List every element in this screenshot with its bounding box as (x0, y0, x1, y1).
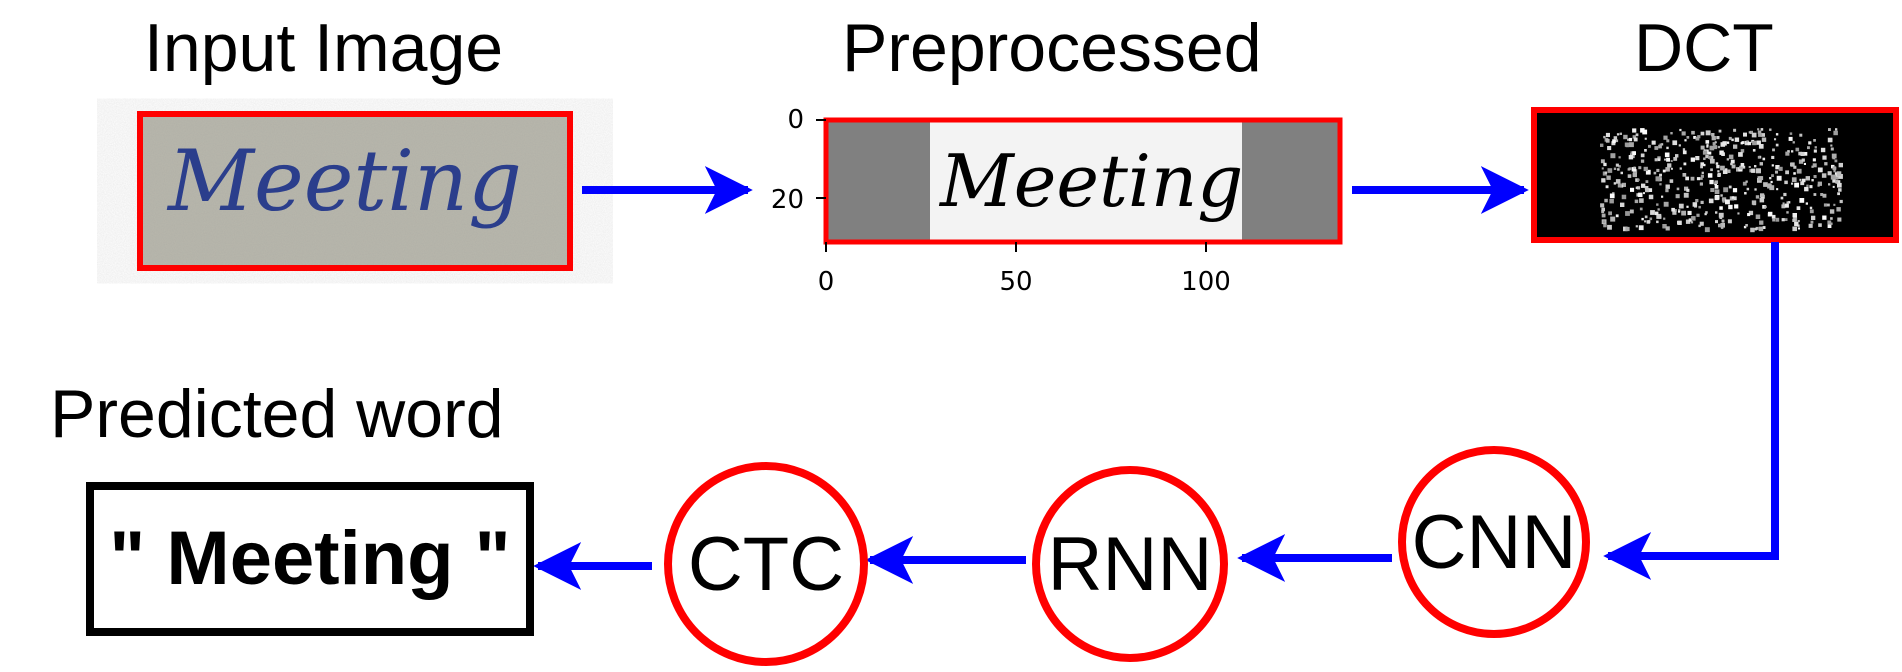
predicted-word-box: " Meeting " (86, 482, 534, 636)
input-image: Meeting (137, 111, 573, 271)
predicted-word-text: " Meeting " (109, 516, 510, 601)
y-tick-0: 0 (787, 105, 804, 135)
dct-coefficients (1600, 128, 1843, 233)
arrow-dct-to-cnn (1603, 242, 1779, 580)
cnn-node: CNN (1398, 446, 1590, 638)
preprocessed-image: Meeting 0 20 0 50 100 (771, 105, 1343, 297)
dct-image (1531, 107, 1899, 243)
y-tick-20: 20 (771, 185, 804, 215)
rnn-label: RNN (1048, 522, 1213, 607)
x-tick-0: 0 (818, 267, 835, 297)
cnn-label: CNN (1412, 500, 1577, 585)
x-tick-100: 100 (1181, 267, 1231, 297)
predicted-word-title: Predicted word (50, 376, 504, 452)
input-image-title: Input Image (144, 10, 504, 86)
preprocessed-title: Preprocessed (842, 10, 1262, 86)
x-tick-50: 50 (999, 267, 1032, 297)
dct-title: DCT (1634, 10, 1774, 86)
ctc-label: CTC (688, 522, 844, 607)
rnn-node: RNN (1032, 466, 1228, 662)
preprocessed-handwriting: Meeting (938, 139, 1243, 223)
ctc-node: CTC (664, 462, 868, 666)
input-handwriting: Meeting (166, 132, 522, 230)
